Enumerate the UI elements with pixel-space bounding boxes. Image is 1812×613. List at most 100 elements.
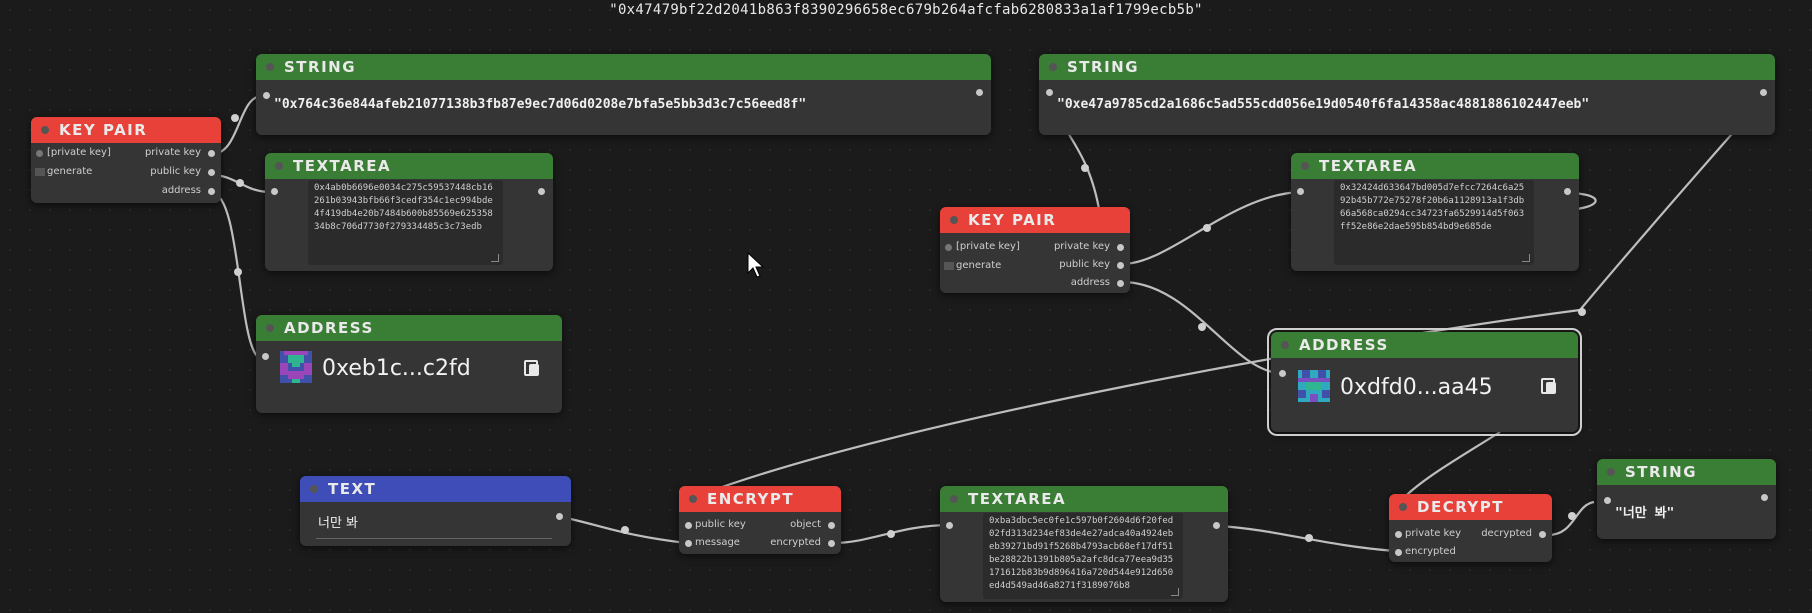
node-title: TEXTAREA bbox=[293, 157, 392, 175]
node-header[interactable]: ENCRYPT bbox=[679, 486, 841, 512]
address-input-port[interactable] bbox=[262, 353, 269, 360]
collapse-dot-icon[interactable] bbox=[1049, 63, 1057, 71]
textarea-field[interactable]: 0x32424d633647bd005d7efcc7264c6a2592b45b… bbox=[1334, 180, 1534, 265]
wire bbox=[1547, 500, 1595, 537]
public-key-input-port[interactable] bbox=[685, 522, 692, 529]
generate-button[interactable]: generate bbox=[956, 260, 1002, 271]
node-title: KEY PAIR bbox=[968, 211, 1057, 229]
public-key-input-label: public key bbox=[695, 519, 746, 530]
textarea-node-2[interactable]: TEXTAREA 0x32424d633647bd005d7efcc7264c6… bbox=[1291, 153, 1579, 271]
textarea-input-port[interactable] bbox=[271, 188, 278, 195]
generate-toggle-icon[interactable] bbox=[944, 262, 954, 270]
string-input-port[interactable] bbox=[263, 92, 270, 99]
string-input-port[interactable] bbox=[1604, 497, 1611, 504]
textarea-output-port[interactable] bbox=[1213, 522, 1220, 529]
address-node-2[interactable]: ADDRESS 0xdfd0...aa45 bbox=[1267, 328, 1582, 436]
result-hash-display: "0x47479bf22d2041b863f8390296658ec679b26… bbox=[609, 2, 1203, 18]
copy-icon[interactable] bbox=[524, 360, 540, 376]
address-node-1[interactable]: ADDRESS 0xeb1c...c2fd bbox=[256, 315, 562, 413]
textarea-output-port[interactable] bbox=[1564, 188, 1571, 195]
collapse-dot-icon[interactable] bbox=[310, 485, 318, 493]
node-title: TEXTAREA bbox=[1319, 157, 1418, 175]
node-header[interactable]: DECRYPT bbox=[1389, 494, 1552, 520]
string-node-1[interactable]: STRING "0x764c36e844afeb21077138b3fb87e9… bbox=[256, 54, 991, 135]
node-header[interactable]: STRING bbox=[1597, 459, 1776, 485]
node-header[interactable]: ADDRESS bbox=[1271, 332, 1578, 358]
string-node-3[interactable]: STRING "너만 봐" bbox=[1597, 459, 1776, 539]
encrypted-input-port[interactable] bbox=[1395, 549, 1402, 556]
private-key-input-port[interactable] bbox=[36, 150, 43, 157]
generate-toggle-icon[interactable] bbox=[35, 168, 45, 176]
public-key-output-port[interactable] bbox=[208, 169, 215, 176]
text-output-port[interactable] bbox=[556, 513, 563, 520]
keypair-node-1[interactable]: KEY PAIR [private key] generate private … bbox=[31, 117, 221, 203]
textarea-node-3[interactable]: TEXTAREA 0xba3dbc5ec0fe1c597b0f2604d6f20… bbox=[940, 486, 1228, 602]
copy-icon[interactable] bbox=[1541, 378, 1557, 394]
node-header[interactable]: STRING bbox=[256, 54, 991, 80]
node-header[interactable]: TEXTAREA bbox=[1291, 153, 1579, 179]
private-key-output-port[interactable] bbox=[1117, 244, 1124, 251]
collapse-dot-icon[interactable] bbox=[1301, 162, 1309, 170]
string-output-port[interactable] bbox=[1761, 494, 1768, 501]
string-input-port[interactable] bbox=[1046, 89, 1053, 96]
address-output-port[interactable] bbox=[208, 188, 215, 195]
collapse-dot-icon[interactable] bbox=[41, 126, 49, 134]
text-node[interactable]: TEXT 너만 봐 bbox=[300, 476, 571, 546]
collapse-dot-icon[interactable] bbox=[275, 162, 283, 170]
node-title: STRING bbox=[1067, 58, 1140, 76]
textarea-field[interactable]: 0x4ab0b6696e0034c275c59537448cb16261b039… bbox=[308, 180, 503, 265]
resize-grip-icon[interactable] bbox=[1171, 588, 1179, 596]
collapse-dot-icon[interactable] bbox=[1607, 468, 1615, 476]
decrypt-node[interactable]: DECRYPT private key encrypted decrypted bbox=[1389, 494, 1552, 562]
reroute-point bbox=[1305, 534, 1313, 542]
private-key-input-label[interactable]: [private key] bbox=[956, 241, 1020, 252]
string-node-2[interactable]: STRING "0xe47a9785cd2a1686c5ad555cdd056e… bbox=[1039, 54, 1775, 135]
address-output-port[interactable] bbox=[1117, 280, 1124, 287]
resize-grip-icon[interactable] bbox=[1522, 254, 1530, 262]
node-header[interactable]: TEXT bbox=[300, 476, 571, 502]
textarea-field[interactable]: 0xba3dbc5ec0fe1c597b0f2604d6f20fed02fd31… bbox=[983, 513, 1183, 599]
reroute-point bbox=[234, 268, 242, 276]
collapse-dot-icon[interactable] bbox=[266, 324, 274, 332]
encrypt-node[interactable]: ENCRYPT public key message object encryp… bbox=[679, 486, 841, 554]
node-header[interactable]: KEY PAIR bbox=[31, 117, 221, 143]
decrypted-output-port[interactable] bbox=[1539, 531, 1546, 538]
private-key-input-label[interactable]: [private key] bbox=[47, 147, 111, 158]
textarea-node-1[interactable]: TEXTAREA 0x4ab0b6696e0034c275c59537448cb… bbox=[265, 153, 553, 271]
private-key-input-port[interactable] bbox=[1395, 531, 1402, 538]
message-input-port[interactable] bbox=[685, 540, 692, 547]
node-header[interactable]: STRING bbox=[1039, 54, 1775, 80]
object-output-port[interactable] bbox=[828, 522, 835, 529]
node-header[interactable]: TEXTAREA bbox=[265, 153, 553, 179]
address-input-port[interactable] bbox=[1279, 370, 1286, 377]
collapse-dot-icon[interactable] bbox=[1399, 503, 1407, 511]
node-title: TEXT bbox=[328, 480, 377, 498]
string-output-port[interactable] bbox=[1760, 89, 1767, 96]
collapse-dot-icon[interactable] bbox=[266, 63, 274, 71]
textarea-input-port[interactable] bbox=[1297, 188, 1304, 195]
node-header[interactable]: KEY PAIR bbox=[940, 207, 1130, 233]
textarea-output-port[interactable] bbox=[538, 188, 545, 195]
collapse-dot-icon[interactable] bbox=[689, 495, 697, 503]
encrypted-output-port[interactable] bbox=[828, 540, 835, 547]
keypair-node-2[interactable]: KEY PAIR [private key] generate private … bbox=[940, 207, 1130, 293]
collapse-dot-icon[interactable] bbox=[950, 216, 958, 224]
text-input[interactable]: 너만 봐 bbox=[318, 516, 359, 531]
collapse-dot-icon[interactable] bbox=[1281, 341, 1289, 349]
address-output-label: address bbox=[1070, 277, 1110, 288]
node-title: DECRYPT bbox=[1417, 498, 1505, 516]
resize-grip-icon[interactable] bbox=[491, 254, 499, 262]
textarea-input-port[interactable] bbox=[946, 522, 953, 529]
generate-button[interactable]: generate bbox=[47, 166, 93, 177]
reroute-point bbox=[887, 530, 895, 538]
private-key-output-port[interactable] bbox=[208, 150, 215, 157]
private-key-input-label: private key bbox=[1405, 528, 1462, 539]
private-key-input-port[interactable] bbox=[945, 244, 952, 251]
string-output-port[interactable] bbox=[976, 89, 983, 96]
message-input-label: message bbox=[695, 537, 740, 548]
collapse-dot-icon[interactable] bbox=[950, 495, 958, 503]
node-header[interactable]: TEXTAREA bbox=[940, 486, 1228, 512]
public-key-output-port[interactable] bbox=[1117, 262, 1124, 269]
node-header[interactable]: ADDRESS bbox=[256, 315, 562, 341]
node-title: STRING bbox=[284, 58, 357, 76]
